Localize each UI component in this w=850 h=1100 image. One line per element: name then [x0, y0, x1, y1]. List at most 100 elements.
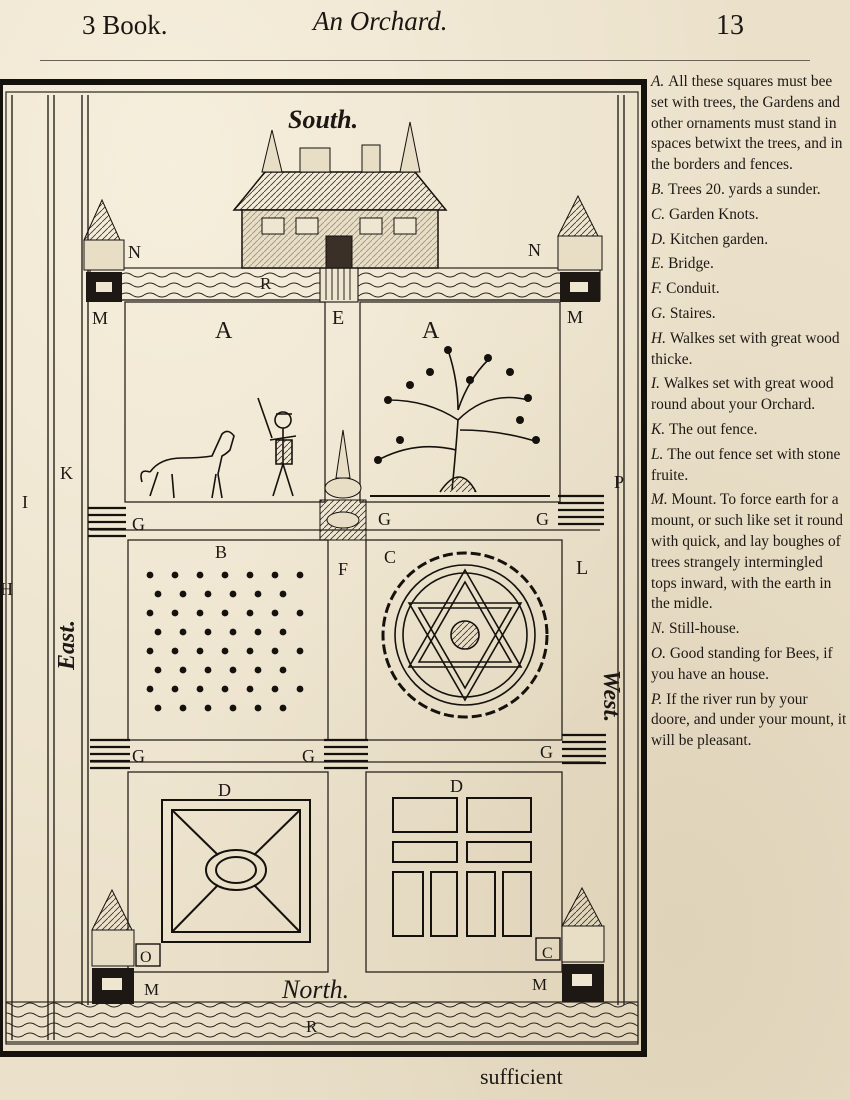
legend-key: M. [651, 491, 672, 509]
label-G: G [540, 742, 553, 762]
bee-stand-left [135, 943, 161, 967]
label-H: H [0, 579, 13, 599]
orchard-tree-dot [179, 590, 187, 598]
legend-key: H. [651, 329, 670, 347]
label-I: I [22, 492, 28, 512]
catchword: sufficient [480, 1064, 563, 1089]
orchard-tree-dot [246, 647, 254, 655]
label-R: R [260, 274, 272, 293]
orchard-tree-dot [154, 628, 162, 636]
orchard-tree-dot [279, 666, 287, 674]
label-M: M [144, 980, 159, 999]
legend-key: I. [651, 375, 664, 393]
label-D: D [450, 776, 463, 796]
legend-key: O. [651, 644, 670, 662]
legend-text: Walkes set with great wood round about y… [651, 375, 834, 414]
orchard-tree-dot [246, 571, 254, 579]
label-G: G [536, 509, 549, 529]
horse-and-rider-woodcut [140, 397, 297, 499]
legend-entry: N. Still-house. [651, 619, 847, 640]
orchard-tree-dot [171, 685, 179, 693]
legend-text: Trees 20. yards a sunder. [668, 180, 821, 198]
label-north: North. [281, 975, 349, 1004]
legend-entry: O. Good standing for Bees, if you have a… [651, 644, 847, 686]
still-house-tower-ne [557, 194, 603, 302]
orchard-tree-dot [196, 571, 204, 579]
orchard-tree-dot [271, 685, 279, 693]
legend-key: G. [651, 304, 670, 322]
legend-text: Staires. [669, 304, 716, 322]
label-M: M [532, 975, 547, 994]
orchard-tree-dot [196, 685, 204, 693]
label-F: F [338, 559, 348, 579]
legend-entry: C. Garden Knots. [651, 205, 847, 226]
label-M: M [92, 308, 108, 328]
legend-key: C. [651, 205, 669, 223]
orchard-tree-dot [204, 704, 212, 712]
legend-entry: L. The out fence set with stone fruite. [651, 445, 847, 487]
legend-entry: E. Bridge. [651, 254, 847, 275]
legend-entry: M. Mount. To force earth for a mount, or… [651, 490, 847, 615]
orchard-tree-dot [146, 571, 154, 579]
orchard-tree-dot [279, 704, 287, 712]
orchard-tree-dot [196, 647, 204, 655]
kitchen-garden-left [161, 799, 311, 943]
label-N: N [128, 242, 141, 262]
still-house-tower-se [561, 886, 605, 1002]
stairs [88, 494, 606, 770]
legend-entry: F. Conduit. [651, 279, 847, 300]
orchard-tree-dot [254, 628, 262, 636]
legend-entry: G. Staires. [651, 304, 847, 325]
legend-text: Bridge. [668, 255, 714, 273]
legend-key: P. [651, 690, 667, 708]
orchard-tree-dot [254, 590, 262, 598]
legend-entry: H. Walkes set with great wood thicke. [651, 329, 847, 371]
plan-outer-frame [0, 79, 647, 1057]
label-E: E [332, 307, 344, 329]
orchard-tree-dot [179, 704, 187, 712]
orchard-tree-dot [154, 704, 162, 712]
garden-knot-star [381, 551, 549, 719]
label-G: G [132, 746, 145, 766]
plan-labels: South. North. East. West. N N R M M A A … [0, 105, 624, 1036]
legend-key: F. [651, 280, 667, 298]
still-house-tower-sw [91, 888, 135, 1004]
legend-text: The out fence. [668, 420, 758, 438]
orchard-tree-dot [279, 590, 287, 598]
orchard-tree-dot [279, 628, 287, 636]
legend-key: L. [651, 445, 668, 463]
orchard-tree-dot [229, 666, 237, 674]
orchard-tree-dot [146, 609, 154, 617]
legend-text: The out fence set with stone fruite. [651, 445, 841, 484]
legend-entry: A. All these squares must bee set with t… [651, 72, 847, 176]
legend-text: Garden Knots. [668, 205, 759, 223]
legend-text: Good standing for Bees, if you have an h… [651, 644, 833, 683]
orchard-plan: South. North. East. West. N N R M M A A … [0, 79, 647, 1057]
legend-entry: D. Kitchen garden. [651, 230, 847, 251]
label-O: O [140, 949, 152, 966]
orchard-tree-dot [271, 609, 279, 617]
orchard-tree-dot [146, 685, 154, 693]
legend-entry: B. Trees 20. yards a sunder. [651, 180, 847, 201]
legend-text: Mount. To force earth for a mount, or su… [651, 491, 843, 613]
label-G: G [132, 514, 145, 534]
orchard-tree-dot [179, 666, 187, 674]
tree-woodcut [370, 346, 550, 497]
orchard-tree-dot [221, 685, 229, 693]
orchard-tree-dot [296, 647, 304, 655]
orchard-tree-dot [229, 704, 237, 712]
label-M: M [567, 307, 583, 327]
label-N: N [528, 240, 541, 260]
legend-text: Walkes set with great wood thicke. [651, 329, 840, 368]
legend-key: K. [651, 420, 669, 438]
label-L: L [576, 557, 588, 579]
label-south: South. [288, 105, 358, 134]
orchard-tree-dot [204, 628, 212, 636]
orchard-tree-dot [229, 590, 237, 598]
orchard-tree-dot [271, 571, 279, 579]
orchard-tree-dot [171, 571, 179, 579]
orchard-tree-dot [246, 685, 254, 693]
orchard-trees-dots [146, 571, 304, 712]
orchard-tree-dot [296, 609, 304, 617]
legend-entry: I. Walkes set with great wood round abou… [651, 374, 847, 416]
